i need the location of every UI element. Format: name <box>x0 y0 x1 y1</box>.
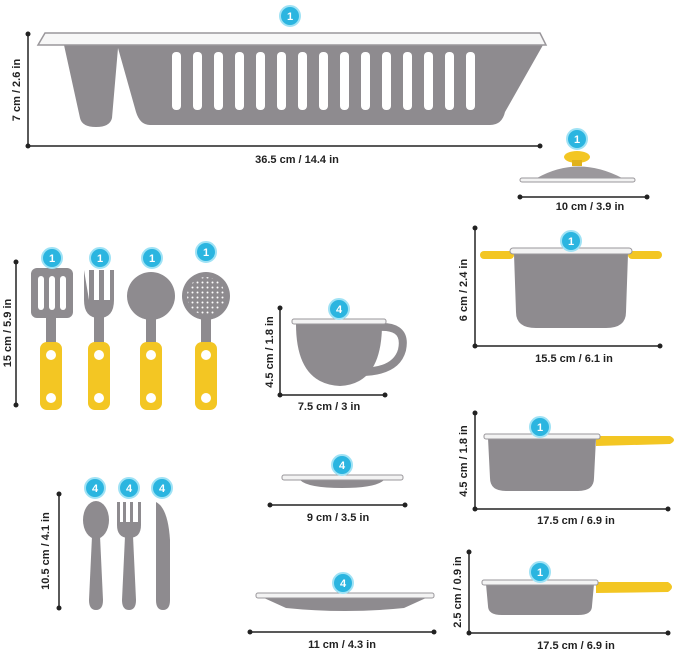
lid-width-label: 10 cm / 3.9 in <box>556 201 625 213</box>
lid-badge: 1 <box>566 128 588 150</box>
stock-pot <box>480 247 662 328</box>
utensil-badge-3: 1 <box>141 247 163 269</box>
svg-text:4: 4 <box>159 483 166 495</box>
lid <box>519 151 636 183</box>
stock-pot-width-label: 15.5 cm / 6.1 in <box>535 353 613 365</box>
svg-text:4: 4 <box>340 578 347 590</box>
stock-pot-height-label: 6 cm / 2.4 in <box>458 259 470 322</box>
cutlery-badge-1: 4 <box>84 477 106 499</box>
saucepan <box>483 433 674 491</box>
knife <box>156 502 170 610</box>
cutlery-badge-3: 4 <box>151 477 173 499</box>
saucepan-width-label: 17.5 cm / 6.9 in <box>537 515 615 527</box>
svg-text:4: 4 <box>126 483 133 495</box>
saucer-badge: 4 <box>331 454 353 476</box>
dish-rack-height-label: 7 cm / 2.6 in <box>11 59 23 122</box>
skimmer-utensil <box>182 272 230 410</box>
dish-rack <box>36 32 548 127</box>
stock-pot-badge: 1 <box>560 230 582 252</box>
saucer-width-label: 9 cm / 3.5 in <box>307 512 370 524</box>
dish-rack-badge: 1 <box>279 5 301 27</box>
utensil-badge-2: 1 <box>89 247 111 269</box>
dish-rack-rim <box>36 32 548 46</box>
saucepan-height-label: 4.5 cm / 1.8 in <box>458 425 470 497</box>
svg-text:1: 1 <box>537 567 543 579</box>
saucer <box>281 474 404 488</box>
cutlery-badge-2: 4 <box>118 477 140 499</box>
svg-text:1: 1 <box>537 422 543 434</box>
cup-width-label: 7.5 cm / 3 in <box>298 401 361 413</box>
utensils-height-label: 15 cm / 5.9 in <box>2 298 14 367</box>
plate-badge: 4 <box>332 572 354 594</box>
frying-pan-width-label: 17.5 cm / 6.9 in <box>537 640 615 652</box>
svg-text:1: 1 <box>287 11 293 23</box>
svg-text:1: 1 <box>149 253 155 265</box>
utensil-badge-1: 1 <box>41 247 63 269</box>
svg-text:1: 1 <box>97 253 103 265</box>
frying-pan <box>481 579 672 615</box>
cutlery-height-label: 10.5 cm / 4.1 in <box>40 512 52 590</box>
plate <box>255 592 435 611</box>
cup-badge: 4 <box>328 298 350 320</box>
cup-height-label: 4.5 cm / 1.8 in <box>264 316 276 388</box>
saucepan-badge: 1 <box>529 416 551 438</box>
svg-text:1: 1 <box>574 134 580 146</box>
utensil-badge-4: 1 <box>195 241 217 263</box>
dish-rack-width-label: 36.5 cm / 14.4 in <box>255 154 339 166</box>
table-fork <box>117 502 141 610</box>
svg-text:4: 4 <box>336 304 343 316</box>
ladle-utensil <box>127 272 175 410</box>
cup <box>291 318 407 386</box>
dish-rack-slots <box>172 52 475 110</box>
slotted-turner <box>31 268 73 410</box>
fork-utensil <box>84 270 114 410</box>
svg-text:4: 4 <box>339 460 346 472</box>
svg-text:1: 1 <box>49 253 55 265</box>
plate-width-label: 11 cm / 4.3 in <box>308 639 376 651</box>
svg-text:1: 1 <box>568 236 574 248</box>
svg-text:4: 4 <box>92 483 99 495</box>
spoon <box>83 501 109 610</box>
frying-pan-height-label: 2.5 cm / 0.9 in <box>452 556 464 628</box>
frying-pan-badge: 1 <box>529 561 551 583</box>
svg-text:1: 1 <box>203 247 209 259</box>
